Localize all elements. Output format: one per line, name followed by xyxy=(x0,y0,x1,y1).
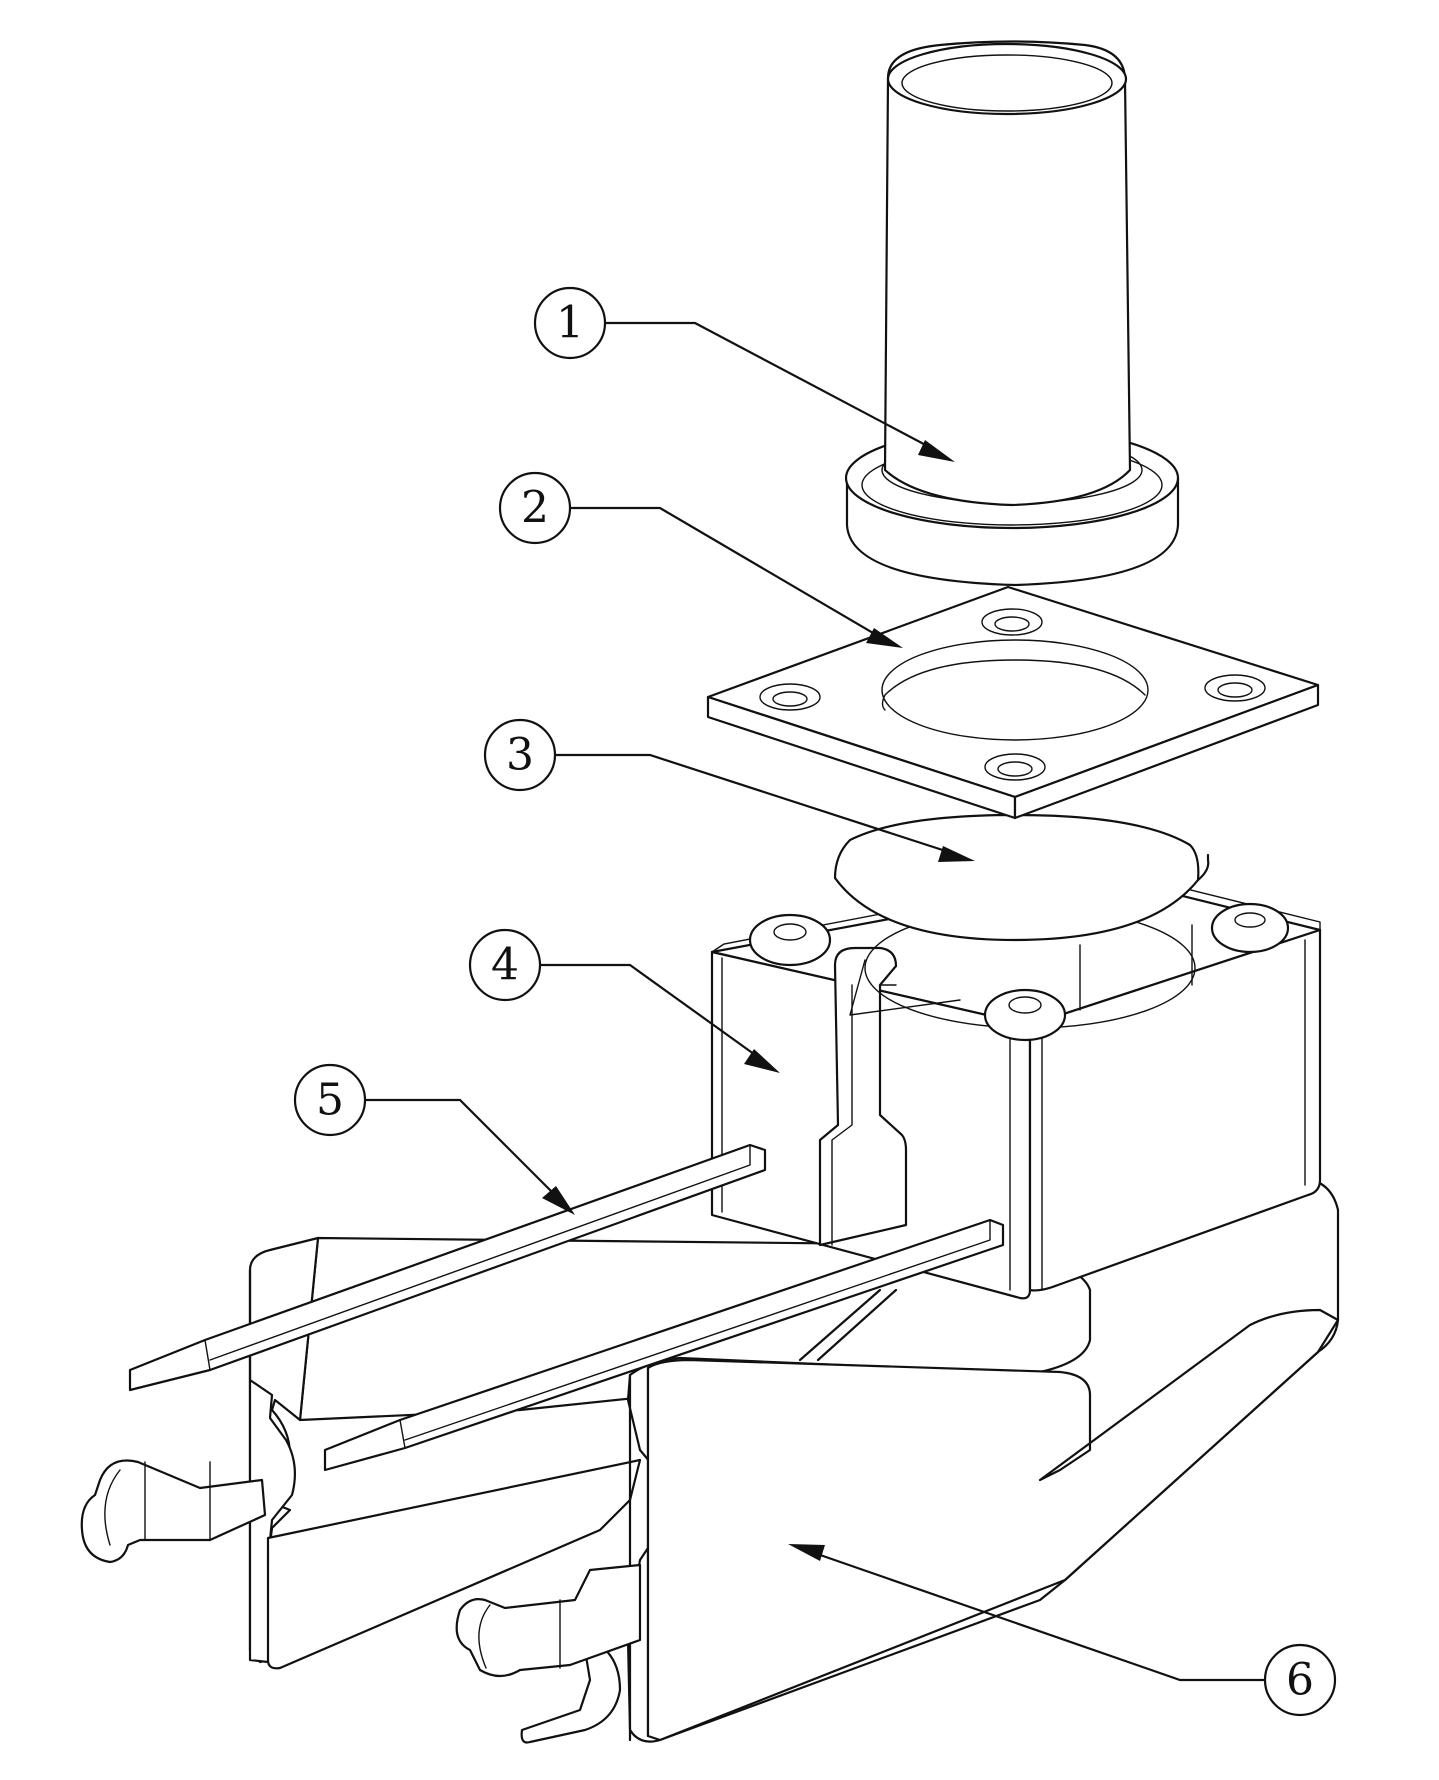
arrowhead-4 xyxy=(744,1049,780,1073)
arrowhead-1 xyxy=(918,440,955,462)
plate-hole-bottom xyxy=(984,753,1046,781)
rivet-front xyxy=(983,988,1067,1042)
arrowhead-5 xyxy=(542,1186,575,1215)
callout-5-label: 5 xyxy=(316,1075,344,1126)
callout-4: 4 xyxy=(468,928,542,1002)
callout-6-label: 6 xyxy=(1286,1655,1314,1706)
callout-6: 6 xyxy=(1263,1643,1337,1717)
rivet-left xyxy=(748,913,832,967)
part-actuator xyxy=(844,40,1180,587)
plate-hole-left xyxy=(759,683,821,711)
callout-2-label: 2 xyxy=(521,483,549,534)
rivet-back xyxy=(1210,902,1290,954)
callout-5: 5 xyxy=(293,1063,367,1137)
leader-3 xyxy=(555,753,959,857)
callout-3-label: 3 xyxy=(506,730,534,781)
plate-hole-right xyxy=(1204,674,1266,702)
callout-2: 2 xyxy=(498,471,572,545)
arrowhead-3 xyxy=(938,846,975,862)
part-housing xyxy=(710,869,1322,1300)
plate-hole-top xyxy=(981,608,1043,636)
arrowhead-6 xyxy=(788,1544,825,1561)
callout-4-label: 4 xyxy=(491,940,519,991)
part-mounting-bracket xyxy=(80,1176,1340,1744)
callout-3: 3 xyxy=(483,718,557,792)
leader-2 xyxy=(570,506,886,641)
leader-5 xyxy=(365,1098,561,1201)
part-terminal-pins xyxy=(128,1143,1005,1472)
leader-lines xyxy=(365,321,1265,1682)
part-cover-plate xyxy=(706,585,1320,820)
callout-1: 1 xyxy=(533,286,607,360)
leader-4 xyxy=(540,963,766,1063)
callout-1-label: 1 xyxy=(556,298,584,349)
leader-6 xyxy=(799,1546,1265,1682)
leader-1 xyxy=(605,321,936,451)
arrowhead-2 xyxy=(866,628,903,648)
